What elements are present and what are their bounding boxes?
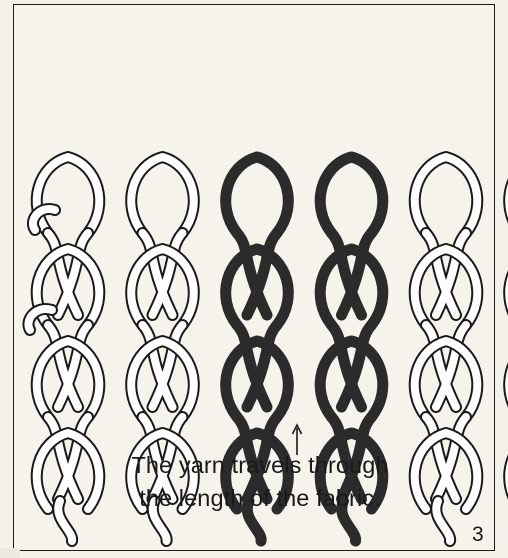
caption-line-2: the length of the fabric. xyxy=(60,482,460,515)
stitch-loop-c3-r0-outline xyxy=(226,157,289,233)
stitch-loop-c4-r0-outline xyxy=(320,157,383,233)
caption-line-1: The yarn travels through xyxy=(60,449,460,482)
figure-caption: The yarn travels through the length of t… xyxy=(60,449,460,515)
page-number: 3 xyxy=(472,523,484,547)
